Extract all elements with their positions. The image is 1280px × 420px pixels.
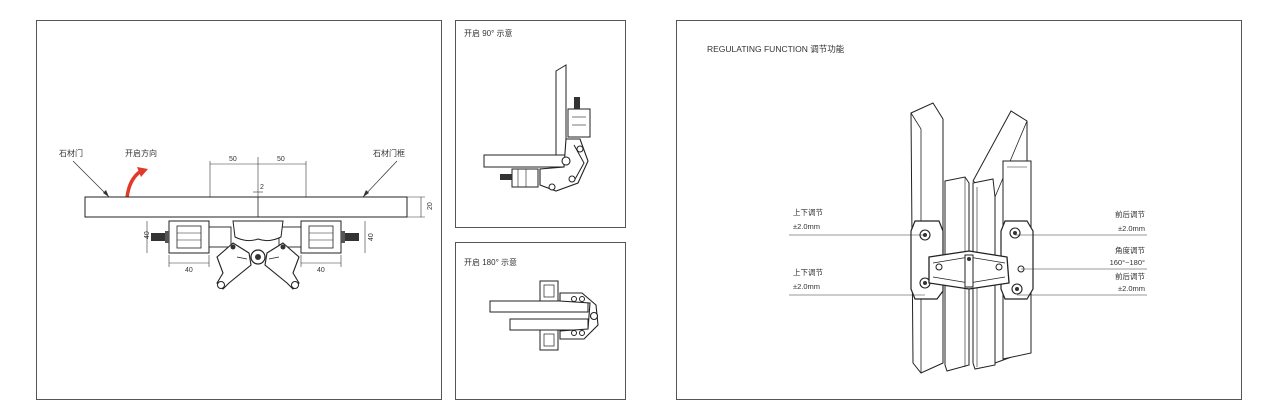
open-180-hinge-knuckle xyxy=(559,292,599,340)
label-stone-frame: 石材门框 xyxy=(373,148,405,158)
open-180-panel: 开启 180° 示意 xyxy=(455,242,626,400)
dim-50-right: 50 xyxy=(277,156,285,163)
dim-50-left: 50 xyxy=(229,156,237,163)
regulating-drawing: 上下调节 ±2.0mm 上下调节 ±2.0mm 前后调节 ±2.0mm 角度调节… xyxy=(789,102,1147,374)
callout-5-name: 前后调节 xyxy=(1115,271,1145,281)
open-90-panel: 开启 90° 示意 xyxy=(455,20,626,228)
right-screw xyxy=(341,231,359,243)
dim-40-left-vertical: 40 xyxy=(144,231,151,239)
dim-2: 2 xyxy=(260,184,264,191)
open-90-horizontal-mount xyxy=(511,168,539,188)
callout-2-value: ±2.0mm xyxy=(793,282,820,291)
open-direction-arrow xyxy=(125,169,143,199)
open-90-drawing xyxy=(483,64,591,192)
leader-line-frame xyxy=(362,160,398,198)
open-90-title: 开启 90° 示意 xyxy=(464,29,513,38)
open-direction-arrowhead xyxy=(137,167,148,177)
leader-line-door xyxy=(72,160,110,198)
hinge-section-drawing: 石材门 开启方向 石材门框 50 50 2 20 xyxy=(59,148,434,290)
stone-slab xyxy=(84,196,408,218)
label-stone-door: 石材门 xyxy=(59,148,83,158)
callout-2-name: 上下调节 xyxy=(793,268,823,277)
open-180-drawing xyxy=(489,280,599,351)
callout-3-name: 前后调节 xyxy=(1115,209,1145,219)
open-180-lower-slab xyxy=(509,318,589,331)
leader-arrow-frame xyxy=(363,190,369,197)
regulating-function-panel: REGULATING FUNCTION 调节功能 xyxy=(676,20,1242,400)
hinge-center-body xyxy=(232,220,284,242)
callout-1-name: 上下调节 xyxy=(793,208,823,217)
open-180-upper-slab xyxy=(489,300,589,313)
callout-4-value: 160°~180° xyxy=(1110,258,1145,267)
open-90-vertical-slab xyxy=(555,64,567,162)
open-180-title: 开启 180° 示意 xyxy=(464,258,517,267)
dim-20: 20 xyxy=(427,202,434,210)
open-90-vertical-mount xyxy=(567,108,591,138)
callout-3-value: ±2.0mm xyxy=(1118,224,1145,233)
left-linkage-arm xyxy=(216,242,252,290)
label-open-direction: 开启方向 xyxy=(125,148,157,158)
leader-arrow-door xyxy=(103,190,109,197)
callout-5-value: ±2.0mm xyxy=(1118,284,1145,293)
left-screw xyxy=(151,231,169,243)
callout-1-value: ±2.0mm xyxy=(793,222,820,231)
dim-40-left-bottom: 40 xyxy=(185,267,193,274)
callout-4-name: 角度调节 xyxy=(1115,245,1145,255)
dim-40-right-vertical: 40 xyxy=(368,233,375,241)
hinge-section-panel: 石材门 开启方向 石材门框 50 50 2 20 xyxy=(36,20,442,400)
dim-40-right-bottom: 40 xyxy=(317,267,325,274)
regulating-title: REGULATING FUNCTION 调节功能 xyxy=(707,44,845,54)
open-90-horizontal-slab xyxy=(483,154,567,168)
right-linkage-arm xyxy=(264,242,300,290)
